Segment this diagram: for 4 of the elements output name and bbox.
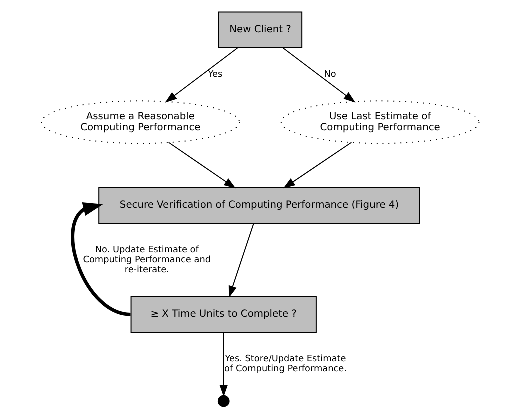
edge-label: No: [324, 70, 336, 80]
edge-label: No. Update Estimate of Computing Performance and re-iterate.: [82, 245, 211, 276]
edge-label: Yes: [208, 70, 222, 80]
edge-label: Yes. Store/Update Estimate of Computing Performance.: [224, 354, 346, 374]
